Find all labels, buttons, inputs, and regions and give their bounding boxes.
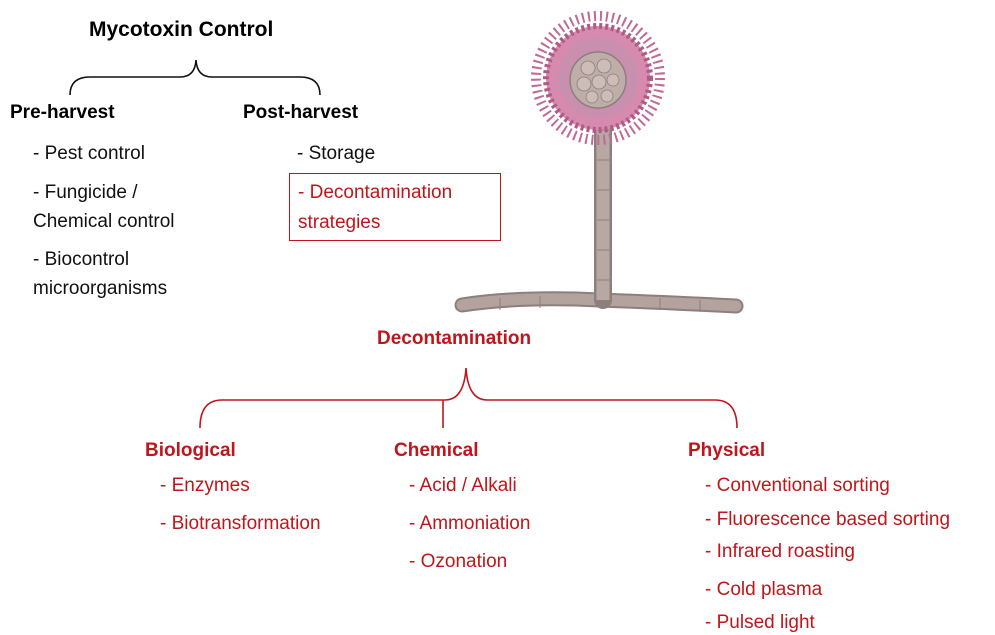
chemical-item: - Acid / Alkali: [409, 475, 517, 496]
pre-harvest-item: - Pest control: [33, 143, 145, 164]
aspergillus-fungus-illustration: [454, 11, 744, 314]
chemical-item: - Ozonation: [409, 551, 508, 572]
post-harvest-heading: Post-harvest: [243, 102, 359, 123]
biological-item: - Enzymes: [160, 475, 250, 496]
pre-harvest-item: microorganisms: [33, 278, 168, 299]
post-harvest-highlight: - Decontamination: [298, 182, 453, 203]
pre-harvest-item: Chemical control: [33, 211, 175, 232]
physical-item: - Conventional sorting: [705, 475, 890, 496]
top-brace: [69, 59, 321, 96]
decontamination-strategies-box: [289, 173, 501, 241]
physical-item: - Cold plasma: [705, 579, 823, 600]
biological-item: - Biotransformation: [160, 513, 321, 534]
decontamination-title: Decontamination: [377, 328, 532, 349]
pre-harvest-item: - Biocontrol: [33, 249, 130, 270]
physical-heading: Physical: [688, 440, 766, 461]
biological-heading: Biological: [145, 440, 236, 461]
chemical-heading: Chemical: [394, 440, 479, 461]
post-harvest-highlight: strategies: [298, 212, 381, 233]
post-harvest-item: - Storage: [297, 143, 376, 164]
decontamination-brace: [199, 367, 738, 429]
physical-item: - Fluorescence based sorting: [705, 509, 951, 530]
pre-harvest-heading: Pre-harvest: [10, 102, 115, 123]
page-title: Mycotoxin Control: [89, 18, 274, 41]
physical-item: - Pulsed light: [705, 612, 815, 633]
chemical-item: - Ammoniation: [409, 513, 531, 534]
pre-harvest-item: - Fungicide /: [33, 182, 138, 203]
physical-item: - Infrared roasting: [705, 541, 855, 562]
